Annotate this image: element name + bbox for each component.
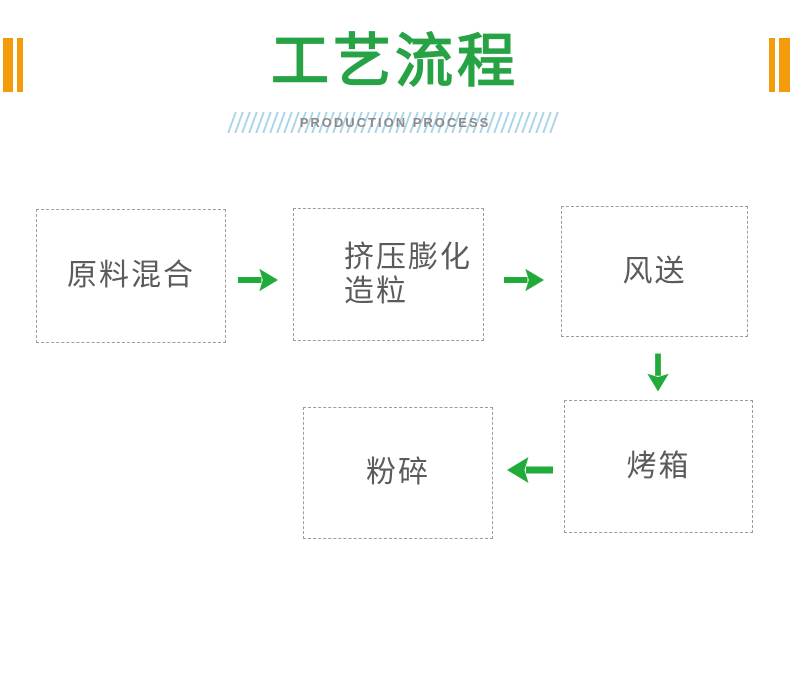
left-accent-bar-thin: [17, 38, 23, 92]
step-label-line1: 挤压膨化: [344, 240, 472, 274]
right-accent-bar-thin: [769, 38, 775, 92]
step-box-crushing: 粉碎: [303, 407, 493, 539]
step-label-line2: 造粒: [344, 274, 408, 308]
page-title: 工艺流程: [270, 29, 519, 94]
step-label: 风送: [622, 254, 687, 288]
subtitle-band: PRODUCTION PROCESS: [227, 112, 563, 133]
step-box-oven: 烤箱: [564, 400, 753, 533]
arrow-down-icon: [644, 350, 672, 395]
step-label: 原料混合: [67, 259, 195, 292]
step-box-raw-material-mixing: 原料混合: [36, 209, 226, 343]
step-label: 烤箱: [626, 449, 691, 483]
arrow-right-icon: [504, 263, 544, 297]
step-label: 挤压膨化 造粒: [344, 241, 472, 309]
arrow-left-icon: [507, 453, 553, 487]
step-label: 粉碎: [366, 456, 430, 489]
left-accent-bar-wide: [3, 38, 13, 92]
step-box-extrusion-granulation: 挤压膨化 造粒: [293, 208, 484, 341]
arrow-right-icon: [238, 263, 278, 297]
page-subtitle: PRODUCTION PROCESS: [299, 115, 491, 130]
right-accent-bar-wide: [779, 38, 790, 92]
step-box-air-conveying: 风送: [561, 206, 748, 337]
